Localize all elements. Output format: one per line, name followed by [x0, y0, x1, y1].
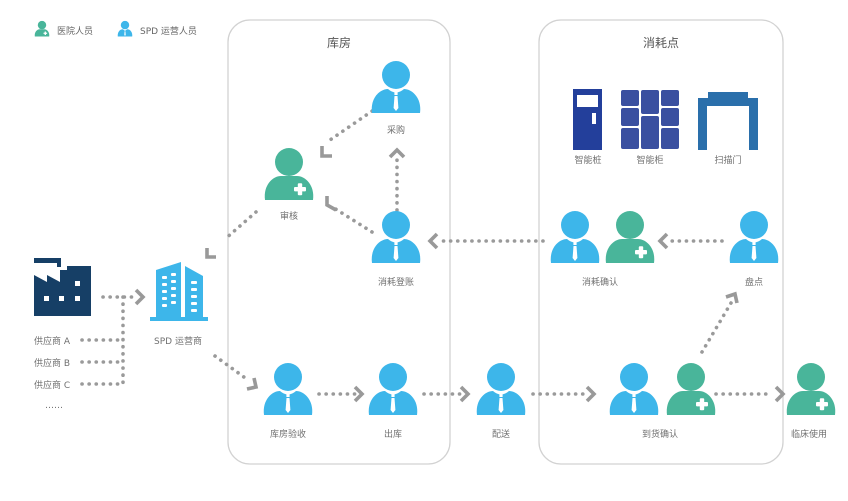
arrow-head-up [388, 147, 406, 159]
supplier-c-label: 供应商 C [34, 379, 70, 391]
outbound-label: 出库 [384, 428, 402, 440]
arrival-confirm-label: 到货确认 [642, 428, 678, 440]
scanner-gate-icon [698, 92, 758, 150]
smart-cabinet-icon [621, 90, 679, 149]
consumption-billing-node: 消耗登账 [371, 211, 421, 288]
supplier-b-label: 供应商 B [34, 357, 70, 369]
arrow-head-down-left [320, 146, 332, 158]
arrow-head-down-right [246, 377, 259, 391]
legend-label-spd: SPD 运营人员 [140, 25, 197, 37]
inventory-check-node: 盘点 [729, 211, 779, 288]
clinical-use-node: 临床使用 [786, 363, 836, 440]
arrow-head-right [585, 385, 597, 403]
legend-label-hospital: 医院人员 [57, 25, 93, 37]
warehouse-panel-title: 库房 [327, 35, 351, 50]
arrow-head-down-left [205, 248, 216, 259]
consumption-confirm-label: 消耗确认 [582, 276, 618, 288]
clinical-use-label: 临床使用 [791, 428, 827, 440]
smart-pile-icon [573, 89, 602, 150]
warehouse-inspection-node: 库房验收 [263, 363, 313, 440]
arrow-head-up-right [725, 291, 739, 304]
connector-arrival-to-inventory [700, 301, 733, 354]
hospital-staff-icon [786, 363, 836, 415]
consumption-billing-label: 消耗登账 [378, 276, 414, 288]
delivery-node: 配送 [476, 363, 526, 440]
connector-procurement-to-review [328, 105, 380, 142]
spd-staff-icon [117, 20, 133, 37]
spd-staff-icon [476, 363, 526, 415]
arrow-head-right [459, 385, 471, 403]
inventory-check-label: 盘点 [745, 276, 763, 288]
factory-icon [34, 258, 91, 316]
arrow-head-right [774, 385, 786, 403]
smart-cabinet-label: 智能柜 [636, 154, 663, 166]
connectors [80, 105, 786, 403]
connector-review-to-operator [222, 210, 258, 242]
consumption-confirm-node: 消耗确认 [550, 211, 655, 288]
arrow-head-up-left [325, 196, 337, 212]
scanner-gate-label: 扫描门 [714, 154, 741, 166]
hospital-staff-icon [34, 20, 50, 37]
operator-label: SPD 运营商 [154, 335, 202, 347]
outbound-node: 出库 [368, 363, 418, 440]
review-node: 审核 [264, 148, 314, 222]
supplier-a-label: 供应商 A [34, 335, 71, 347]
connector-operator-to-inspection [213, 354, 250, 382]
connector-billing-to-review [332, 206, 374, 234]
consumption-point-panel-title: 消耗点 [643, 36, 679, 50]
procurement-node: 采购 [371, 61, 421, 136]
office-building-icon [150, 262, 208, 321]
warehouse-panel [227, 19, 451, 465]
procurement-label: 采购 [387, 124, 405, 136]
review-label: 审核 [280, 210, 298, 222]
delivery-label: 配送 [492, 428, 510, 440]
arrow-head-right [134, 288, 146, 306]
supplier-more-label: …… [45, 401, 63, 411]
smart-pile-label: 智能桩 [574, 154, 601, 166]
arrow-head-left [427, 232, 439, 250]
warehouse-inspection-label: 库房验收 [270, 428, 306, 440]
arrow-head-left [657, 232, 669, 250]
arrow-head-right [353, 385, 365, 403]
arrival-confirm-node: 到货确认 [609, 363, 716, 440]
legend: 医院人员 SPD 运营人员 [34, 20, 197, 37]
